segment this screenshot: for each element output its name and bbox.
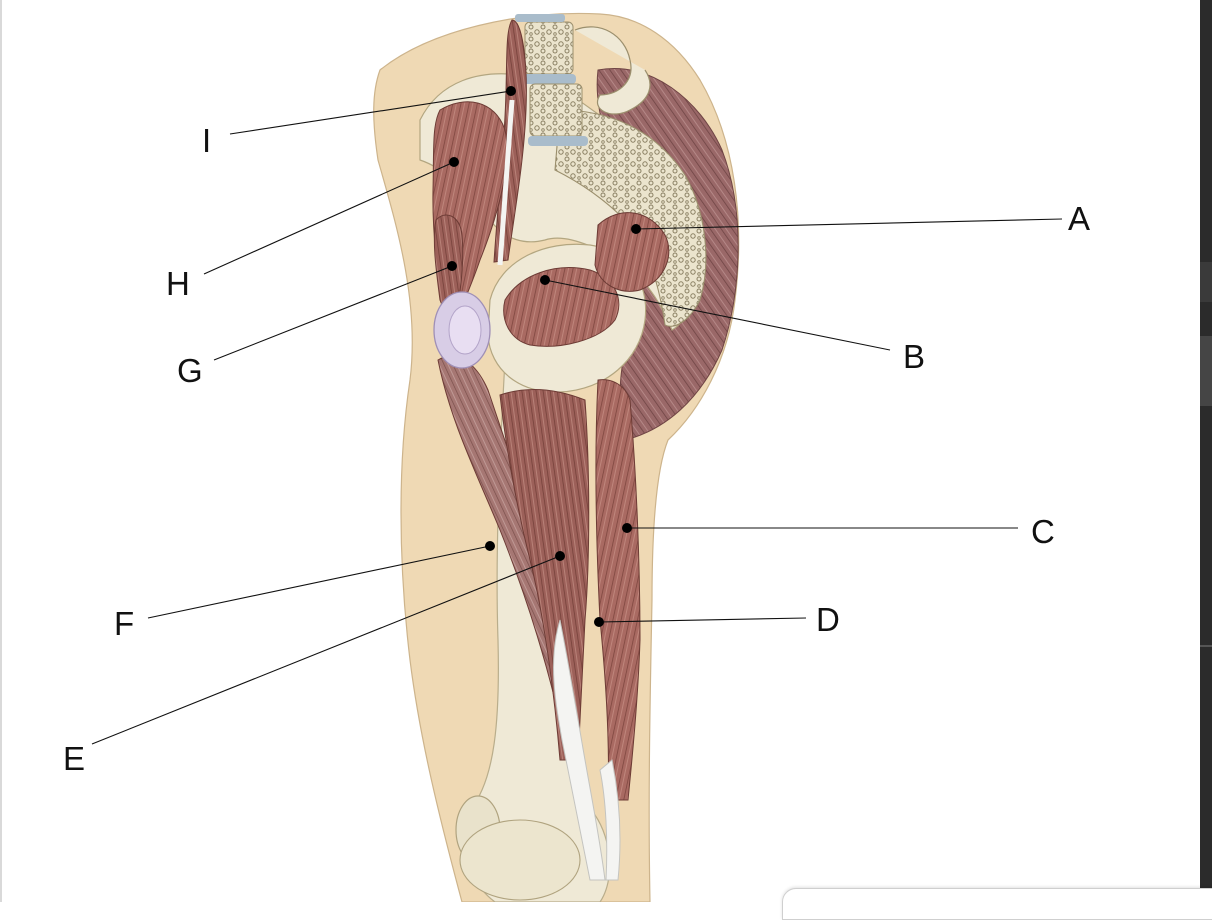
obturator-muscle [503,267,620,347]
dot-H [449,157,459,167]
pubic-symphysis-inner [448,305,482,355]
label-I: I [202,122,211,159]
disc-1 [520,74,576,84]
edge-segment [1200,336,1212,406]
leader-line-I [229,90,512,135]
label-B: B [903,338,925,375]
disc-top [515,14,565,22]
label-C: C [1031,513,1055,550]
label-dots [447,86,641,627]
label-H: H [166,265,190,302]
label-E: E [63,740,85,777]
window-left-border [0,0,2,902]
spinous-processes [574,26,651,115]
piriformis-muscle [594,212,670,292]
leader-line-F [147,545,491,619]
dot-A [631,224,641,234]
vertebra-l4 [524,21,574,75]
leader-line-H [203,161,455,275]
leader-line-D [598,617,807,623]
dot-C [622,523,632,533]
gracilis-muscle [595,379,641,801]
dot-G [447,261,457,271]
dot-D [594,617,604,627]
label-D: D [816,601,840,638]
gracilis-tendon [599,759,621,881]
vertebra-l5 [529,83,583,137]
right-scroll-edge[interactable] [1200,0,1212,902]
corner-panel[interactable] [782,888,1212,920]
adductor-tendons [553,619,606,881]
dot-I [506,86,516,96]
label-G: G [177,352,203,389]
disc-2 [528,136,588,146]
leader-line-G [213,265,453,361]
edge-segment [1200,645,1212,647]
dot-E [555,551,565,561]
label-A: A [1068,200,1090,237]
knee-condyle [459,819,581,901]
leader-line-A [635,218,1063,230]
psoas-tendon [497,99,515,266]
leader-line-E [91,555,561,745]
edge-segment [1200,262,1212,302]
dot-B [540,275,550,285]
leader-lines [91,90,1063,745]
leader-line-B [544,279,891,351]
label-F: F [114,605,134,642]
dot-F [485,541,495,551]
